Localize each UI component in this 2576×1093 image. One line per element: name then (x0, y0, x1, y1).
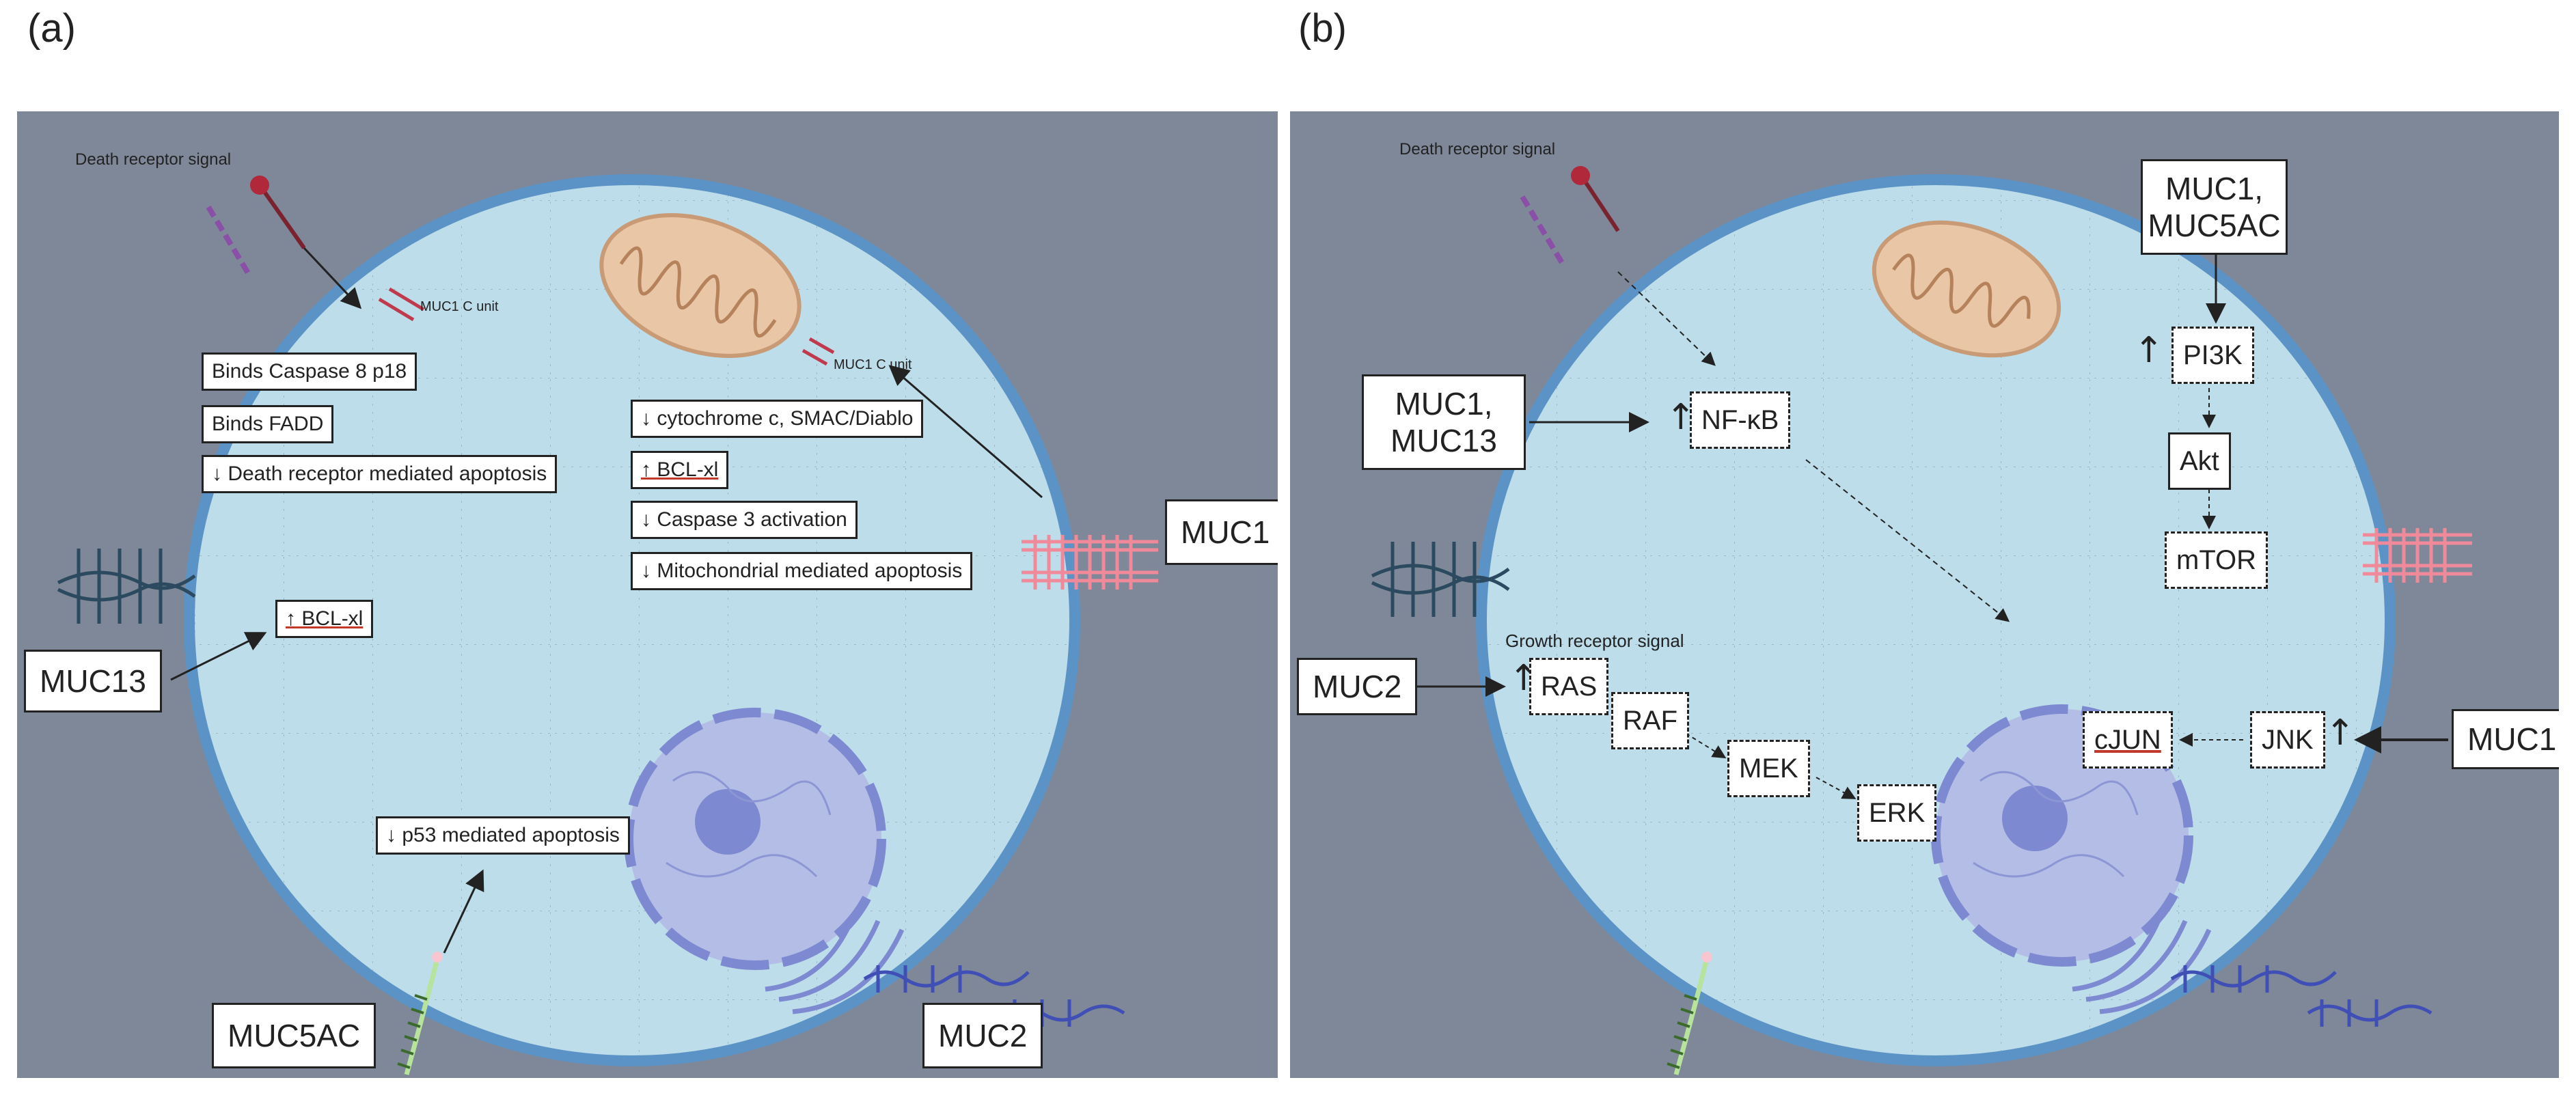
muc1-molecule (1022, 535, 1158, 590)
muc1-label-b: MUC1 (2452, 709, 2559, 769)
muc1-c-unit-label-top: MUC1 C unit (420, 299, 499, 314)
muc1-muc13-label: MUC1, MUC13 (1362, 374, 1526, 470)
golgi (2072, 913, 2212, 1014)
death-receptor-caption: Death receptor signal (1399, 140, 1556, 158)
panel-b: Death receptor signal Growth receptor si… (1290, 111, 2559, 1078)
mitochondrion (1872, 220, 2061, 358)
jnk-node: JNK (2250, 711, 2325, 769)
muc13-molecule (1371, 542, 1510, 617)
jnk-up-arrow: ↑ (2325, 712, 2355, 753)
bcl-xl-left-box: ↑ BCL-xl (275, 600, 374, 638)
muc5ac-molecule (397, 952, 443, 1075)
cytochrome-box: ↓ cytochrome c, SMAC/Diablo (631, 400, 924, 438)
muc1-molecule (2363, 528, 2472, 583)
cjun-node: cJUN (2083, 711, 2173, 769)
mitochondrion (599, 213, 801, 358)
muc1-c-unit-label-mid: MUC1 C unit (834, 357, 912, 372)
binds-caspase-box: Binds Caspase 8 p18 (202, 352, 417, 391)
golgi (765, 913, 905, 1014)
raf-node: RAF (1611, 692, 1689, 749)
growth-receptor-caption: Growth receptor signal (1505, 631, 1684, 651)
muc1-label-a: MUC1 (1165, 499, 1278, 565)
muc13-label-a: MUC13 (24, 650, 162, 712)
death-receptor (206, 176, 306, 277)
muc1-muc5ac-label: MUC1, MUC5AC (2141, 159, 2288, 255)
muc2-label-a: MUC2 (922, 1003, 1043, 1068)
panel-a-label: (a) (27, 6, 76, 51)
nfkb-node: NF-κB (1690, 391, 1791, 449)
panel-b-illustration (1371, 166, 2472, 1075)
pi3k-node: PI3K (2171, 327, 2254, 384)
muc2-molecule (2170, 965, 2433, 1027)
muc5ac-molecule (1667, 952, 1712, 1075)
binds-fadd-box: Binds FADD (202, 405, 334, 443)
panel-a: Death receptor signal MUC1 C unit MUC1 C… (17, 111, 1278, 1078)
death-receptor-caption: Death receptor signal (75, 150, 232, 169)
mtor-node: mTOR (2165, 531, 2269, 589)
akt-node: Akt (2168, 432, 2231, 490)
erk-node: ERK (1857, 784, 1937, 842)
p53-box: ↓ p53 mediated apoptosis (376, 816, 630, 855)
nucleus (1931, 704, 2193, 967)
ras-node: RAS (1529, 658, 1609, 715)
death-receptor (1520, 166, 1620, 267)
death-receptor-apoptosis-box: ↓ Death receptor mediated apoptosis (202, 455, 558, 493)
mek-node: MEK (1727, 740, 1810, 797)
panel-a-illustration (57, 174, 1158, 1075)
bcl-xl-top-box: ↑ BCL-xl (631, 451, 729, 489)
muc13-molecule (57, 549, 196, 624)
muc2-label-b: MUC2 (1297, 658, 1418, 715)
nucleus (624, 708, 886, 970)
panel-b-label: (b) (1298, 6, 1347, 51)
muc5ac-label-a: MUC5AC (212, 1003, 376, 1068)
caspase3-box: ↓ Caspase 3 activation (631, 501, 858, 539)
mito-apoptosis-box: ↓ Mitochondrial mediated apoptosis (631, 552, 973, 590)
pi3k-up-arrow: ↑ (2134, 330, 2164, 371)
